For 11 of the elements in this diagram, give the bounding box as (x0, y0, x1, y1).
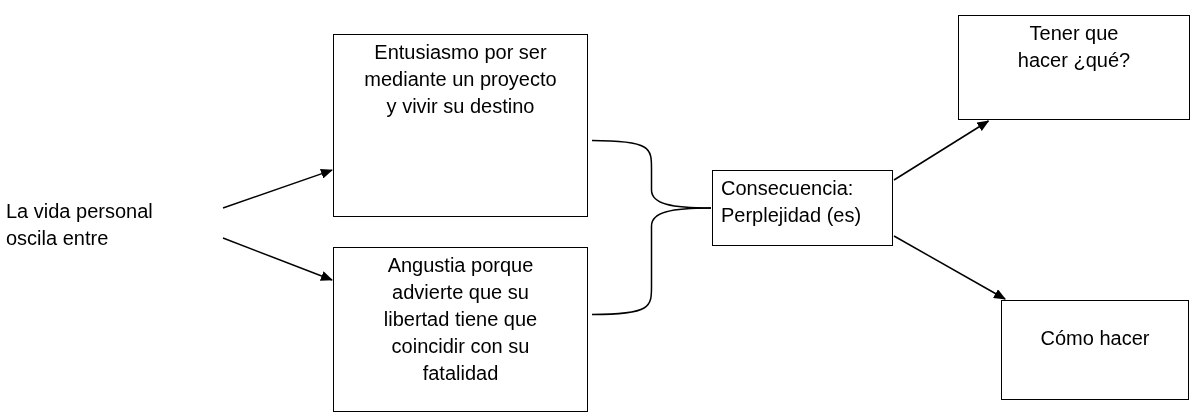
arrow (893, 235, 1006, 300)
text-label: La vida personal oscila entre (6, 198, 206, 248)
brace-connector (591, 207, 712, 316)
arrow (222, 169, 333, 209)
text-box: Angustia porque advierte que su libertad tiene que coincidir con su fatalidad (333, 247, 588, 412)
arrow (222, 237, 333, 281)
arrow (893, 120, 990, 181)
text-box: Tener que hacer ¿qué? (958, 15, 1190, 120)
text-box: Consecuencia: Perplejidad (es) (712, 170, 893, 246)
text-box: Cómo hacer (1001, 300, 1189, 400)
text-box: Entusiasmo por ser mediante un proyecto y vivir su destino (333, 34, 588, 217)
